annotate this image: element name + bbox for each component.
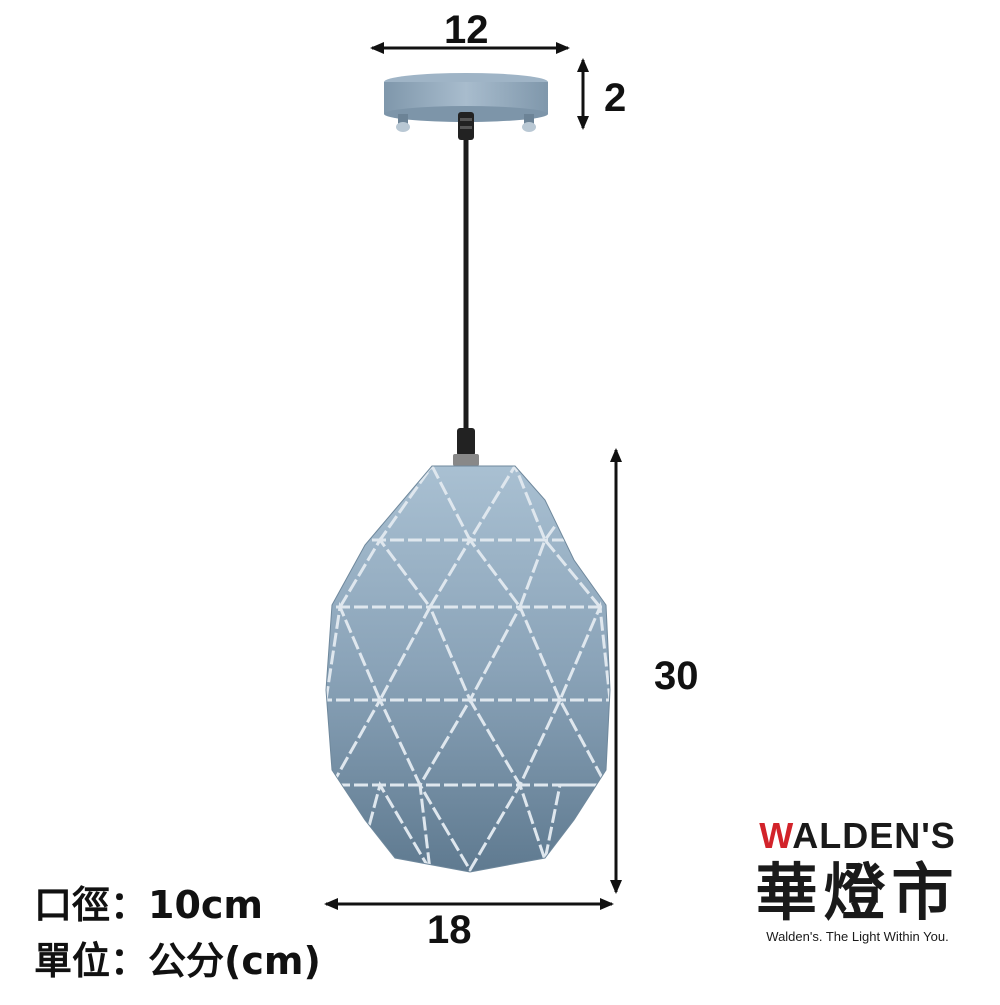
brand-name-en: WALDEN'S: [735, 818, 980, 854]
shade-height-label: 30: [654, 654, 699, 698]
cord-grip: [457, 428, 475, 456]
brand-name-zh: 華燈市: [755, 856, 960, 929]
opening-diameter-spec: 口徑：10cm: [34, 883, 264, 927]
brand-logo: WALDEN'S 華燈市 Walden's. The Light Within …: [735, 818, 980, 945]
ceiling-canopy: [384, 73, 548, 140]
brand-tagline: Walden's. The Light Within You.: [766, 929, 949, 945]
brand-name-rest: ALDEN'S: [792, 815, 956, 856]
canopy-diameter-label: 12: [444, 8, 489, 52]
lamp-shade: [325, 465, 611, 873]
shade-width-label: 18: [427, 908, 472, 952]
canopy-height-label: 2: [604, 76, 627, 120]
brand-name-accent: W: [759, 815, 793, 856]
unit-spec: 單位：公分(cm): [34, 939, 321, 983]
